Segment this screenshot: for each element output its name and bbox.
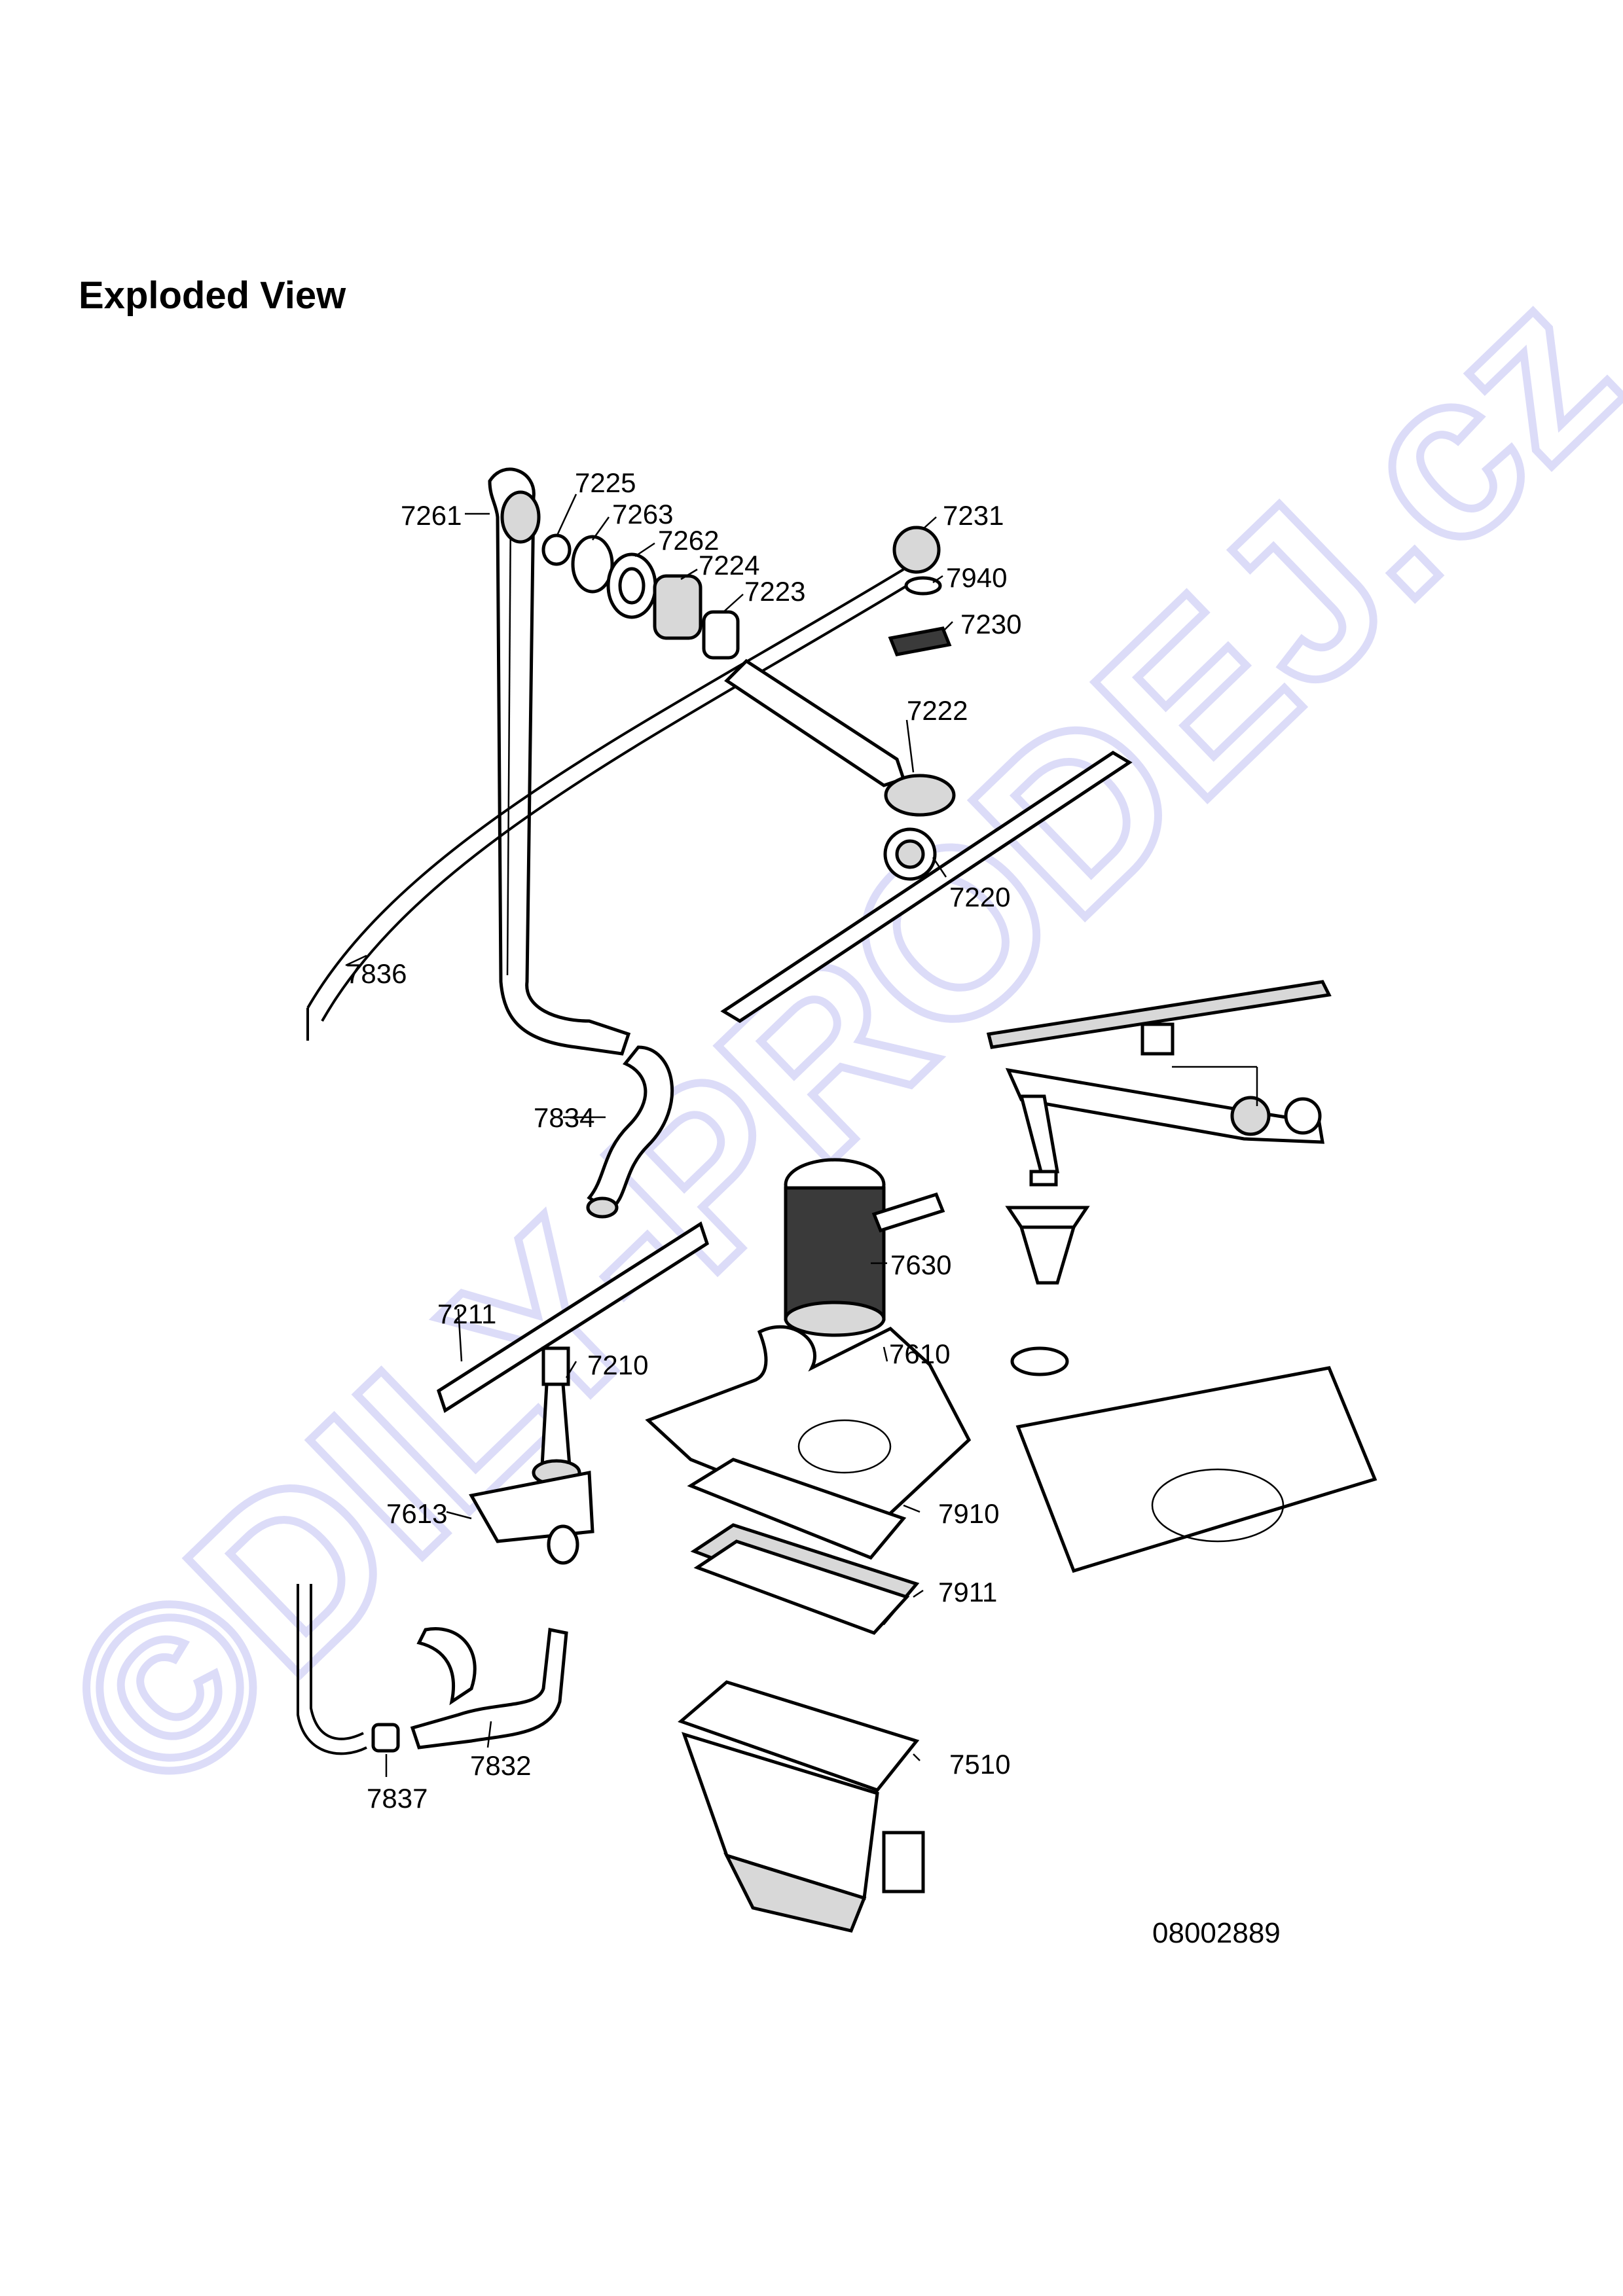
sump-7510 — [678, 1680, 925, 1933]
leader-lines — [345, 493, 1258, 1777]
part-label: 7220 — [949, 882, 1010, 912]
riser-pipe-7261 — [488, 467, 631, 1056]
part-label: 7940 — [946, 562, 1007, 593]
seal-frames-7910-7911 — [687, 1458, 920, 1635]
part-label: 7911 — [938, 1577, 997, 1607]
part-label: 7230 — [960, 609, 1021, 639]
part-label: 7836 — [346, 958, 407, 989]
part-label: 7223 — [744, 576, 805, 607]
page-title: Exploded View — [79, 274, 346, 317]
part-label: 7613 — [386, 1498, 447, 1529]
part-label: 7225 — [575, 467, 636, 498]
seal-parts-7225-7224 — [541, 533, 740, 660]
connection-hose-7834 — [586, 1045, 674, 1219]
part-label: 7224 — [699, 550, 759, 581]
lower-spray-arm-group — [986, 980, 1377, 1573]
upper-spray-arm-assembly — [720, 526, 1133, 1023]
part-label: 7263 — [612, 499, 673, 529]
drain-hoses-7832-7837 — [297, 1584, 568, 1755]
part-label: 7261 — [401, 500, 462, 531]
part-label: 7834 — [534, 1102, 594, 1133]
part-label: 7222 — [907, 695, 968, 726]
part-label: 7630 — [890, 1249, 951, 1280]
coarse-filter-7610 — [645, 1325, 972, 1534]
part-label: 7837 — [367, 1783, 428, 1814]
part-label: 7510 — [949, 1749, 1010, 1780]
water-pipe-7836 — [306, 568, 911, 1041]
nozzle-7210-bracket-7613 — [469, 1382, 594, 1565]
part-label: 7231 — [943, 500, 1004, 531]
part-label: 7211 — [437, 1299, 496, 1329]
part-label: 7210 — [587, 1350, 648, 1380]
part-label: 7262 — [658, 525, 719, 556]
part-labels: 7261 7225 7263 7262 7224 7223 7231 7940 … — [346, 467, 1021, 1814]
document-number: 08002889 — [1152, 1917, 1281, 1949]
part-label: 7910 — [938, 1498, 999, 1529]
part-label: 7610 — [889, 1338, 950, 1369]
micro-filter-7630 — [784, 1158, 945, 1337]
part-label: 7832 — [470, 1750, 531, 1781]
spray-arm-7211 — [437, 1221, 709, 1413]
